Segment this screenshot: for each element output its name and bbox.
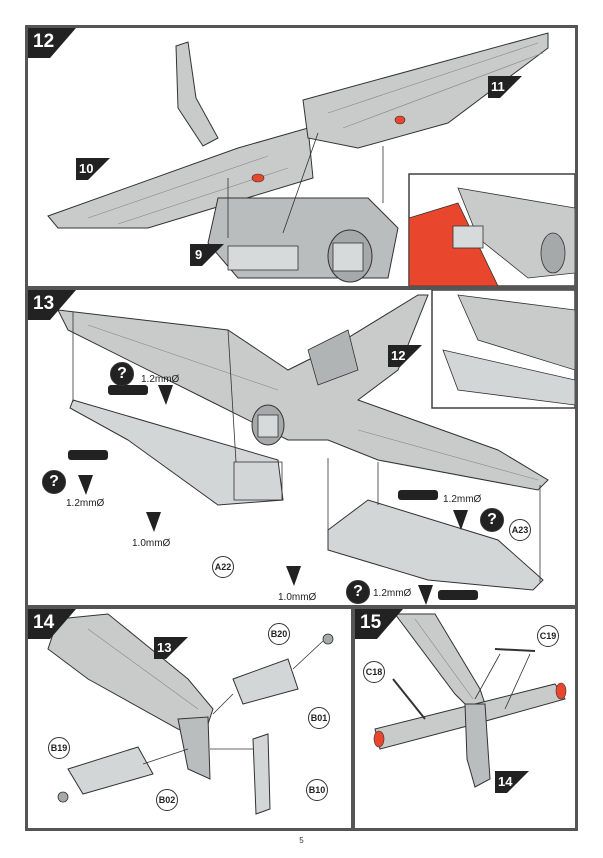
callout-question-2: ? bbox=[42, 470, 66, 494]
callout-a23: A23 bbox=[509, 519, 531, 541]
ref-part-10: 10 bbox=[76, 158, 110, 185]
ref-part-9: 9 bbox=[190, 244, 224, 271]
drill-label-3: 1.0mmØ bbox=[132, 538, 171, 549]
callout-c18: C18 bbox=[363, 661, 385, 683]
step-15-panel: 15 14 C19 C18 bbox=[355, 609, 575, 828]
callout-question-3: ? bbox=[480, 508, 504, 532]
callout-c19: C19 bbox=[537, 625, 559, 647]
step-12-panel: 12 10 11 9 bbox=[28, 28, 575, 286]
drill-label-5: 1.0mmØ bbox=[278, 592, 317, 603]
drill-label-1: 1.2mmØ bbox=[141, 374, 180, 385]
step-13-illustration bbox=[57, 290, 575, 605]
ref-step-14: 14 bbox=[495, 771, 529, 798]
drill-label-6: 1.2mmØ bbox=[373, 588, 412, 599]
page-number: 5 bbox=[299, 836, 304, 845]
callout-question-1: ? bbox=[110, 362, 134, 386]
ref-step-12: 12 bbox=[388, 345, 422, 372]
ref-part-11: 11 bbox=[488, 76, 522, 103]
callout-b02: B02 bbox=[156, 789, 178, 811]
ref-step-13: 13 bbox=[154, 637, 188, 664]
step-12-illustration bbox=[47, 32, 575, 286]
step-15-number: 15 bbox=[355, 609, 403, 639]
step-12-number: 12 bbox=[28, 28, 76, 58]
callout-b20: B20 bbox=[268, 623, 290, 645]
callout-b10: B10 bbox=[306, 779, 328, 801]
callout-a22: A22 bbox=[212, 556, 234, 578]
step-14-panel: 14 13 B20 B01 B19 B02 B10 bbox=[28, 609, 351, 828]
callout-b01: B01 bbox=[308, 707, 330, 729]
step-13-panel: 13 12 ? ? ? ? 1.2mmØ 1.2mmØ 1.0mmØ 1.2mm… bbox=[28, 290, 575, 605]
step-14-illustration bbox=[47, 613, 334, 815]
step-13-number: 13 bbox=[28, 290, 76, 320]
step-15-illustration bbox=[373, 613, 567, 788]
drill-label-4: 1.2mmØ bbox=[443, 494, 482, 505]
step-14-number: 14 bbox=[28, 609, 76, 639]
drill-label-2: 1.2mmØ bbox=[66, 498, 105, 509]
callout-question-4: ? bbox=[346, 580, 370, 604]
callout-b19: B19 bbox=[48, 737, 70, 759]
